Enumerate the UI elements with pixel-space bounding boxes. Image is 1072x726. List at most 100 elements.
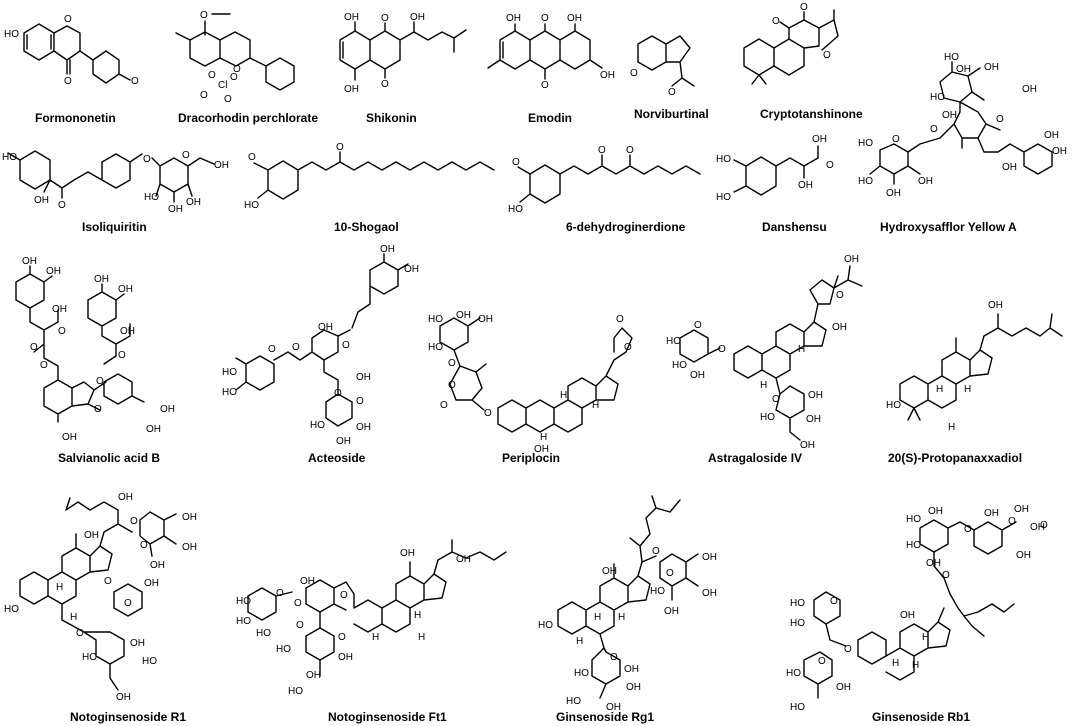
atom-label: OH bbox=[22, 256, 37, 267]
atom-label: O bbox=[224, 94, 232, 105]
atom-label: O bbox=[294, 598, 302, 609]
atom-label: H bbox=[540, 432, 547, 443]
atom-label: OH bbox=[942, 110, 957, 121]
atom-label: HO bbox=[2, 152, 17, 163]
atom-label: O bbox=[624, 342, 632, 353]
atom-label: H bbox=[414, 610, 421, 621]
atom-label: OH bbox=[844, 254, 859, 265]
atom-label: HO bbox=[858, 176, 873, 187]
atom-label: OH bbox=[94, 274, 109, 285]
atom-label: O bbox=[512, 157, 520, 168]
structure-10-shogaol: O O HO bbox=[244, 142, 495, 211]
atom-label: OH bbox=[338, 652, 353, 663]
atom-label: OH bbox=[602, 566, 617, 577]
atom-label: OH bbox=[926, 558, 941, 569]
atom-label: OH bbox=[984, 62, 999, 73]
atom-label: OH bbox=[130, 638, 145, 649]
compound-name: Isoliquiritin bbox=[82, 220, 147, 234]
compound-name: 10-Shogaol bbox=[334, 220, 399, 234]
atom-label: OH bbox=[318, 322, 333, 333]
atom-label: HO bbox=[4, 29, 19, 40]
atom-label: OH bbox=[356, 372, 371, 383]
atom-label: OH bbox=[900, 610, 915, 621]
structure-hydroxysafflor-yellow-a: HO OH OH OH HO OH O O OH HO O OH HO OH O… bbox=[858, 52, 1067, 199]
atom-label: OH bbox=[800, 440, 815, 451]
atom-label: OH bbox=[168, 204, 183, 215]
compound-name: Norviburtinal bbox=[634, 107, 709, 121]
structure-ginsenoside-rb1: HO OH HO OH O O OH O OH OH O OH HO O O H… bbox=[786, 504, 1048, 713]
atom-label: O bbox=[356, 396, 364, 407]
atom-label: O bbox=[248, 152, 256, 163]
atom-label: Cl bbox=[218, 80, 227, 91]
atom-label: OH bbox=[118, 284, 133, 295]
atom-label: HO bbox=[944, 52, 959, 63]
atom-label: O bbox=[818, 656, 826, 667]
atom-label: OH bbox=[62, 432, 77, 443]
atom-label: O bbox=[694, 320, 702, 331]
atom-label: OH bbox=[118, 492, 133, 503]
atom-label: H bbox=[372, 632, 379, 643]
atom-label: O bbox=[484, 408, 492, 419]
atom-label: O bbox=[666, 568, 674, 579]
atom-label: OH bbox=[404, 264, 419, 275]
atom-label: HO bbox=[930, 92, 945, 103]
atom-label: H bbox=[618, 612, 625, 623]
atom-label: O bbox=[104, 576, 112, 587]
atom-label: O bbox=[276, 588, 284, 599]
atom-label: HO bbox=[790, 618, 805, 629]
atom-label: OH bbox=[186, 197, 201, 208]
structure-emodin: OH O OH O OH bbox=[487, 13, 615, 91]
atom-label: O bbox=[381, 13, 389, 24]
atom-label: HO bbox=[288, 686, 303, 697]
compound-name: 20(S)-Protopanaxxadiol bbox=[888, 451, 1022, 465]
atom-label: O bbox=[800, 2, 808, 13]
atom-label: O bbox=[140, 540, 148, 551]
atom-label: H bbox=[798, 344, 805, 355]
atom-label: OH bbox=[1016, 550, 1031, 561]
atom-label: H bbox=[964, 384, 971, 395]
structure-periplocin: O O HO OH HO O OH O O H H H OH O bbox=[428, 310, 633, 455]
atom-label: O bbox=[892, 134, 900, 145]
compound-name: Ginsenoside Rg1 bbox=[556, 710, 654, 724]
atom-label: OH bbox=[808, 390, 823, 401]
atom-label: HO bbox=[508, 204, 523, 215]
atom-label: O bbox=[296, 620, 304, 631]
atom-label: OH bbox=[182, 542, 197, 553]
atom-label: O bbox=[292, 342, 300, 353]
compound-name: Formononetin bbox=[35, 111, 116, 125]
atom-label: HO bbox=[144, 192, 159, 203]
atom-label: HO bbox=[244, 200, 259, 211]
atom-label: HO bbox=[4, 604, 19, 615]
atom-label: OH bbox=[664, 606, 679, 617]
atom-label: O bbox=[30, 342, 38, 353]
structure-norviburtinal: O O bbox=[630, 35, 695, 98]
atom-label: O bbox=[598, 145, 606, 156]
atom-label: OH bbox=[146, 424, 161, 435]
atom-label: OH bbox=[160, 404, 175, 415]
atom-label: H bbox=[936, 384, 943, 395]
atom-label: O bbox=[182, 150, 190, 161]
atom-label: OH bbox=[46, 266, 61, 277]
atom-label: O bbox=[96, 376, 104, 387]
atom-label: OH bbox=[182, 512, 197, 523]
atom-label: OH bbox=[336, 436, 351, 447]
compound-name: Astragaloside IV bbox=[708, 451, 802, 465]
atom-label: O bbox=[830, 596, 838, 607]
atom-label: H bbox=[594, 612, 601, 623]
atom-label: HO bbox=[236, 596, 251, 607]
compound-name: Emodin bbox=[528, 111, 572, 125]
atom-label: O bbox=[58, 326, 66, 337]
atom-label: O bbox=[836, 290, 844, 301]
atom-label: OH bbox=[690, 370, 705, 381]
atom-label: O bbox=[268, 344, 276, 355]
atom-label: HO bbox=[142, 656, 157, 667]
atom-label: OH bbox=[1022, 84, 1037, 95]
atom-label: O bbox=[338, 632, 346, 643]
atom-label: OH bbox=[34, 195, 49, 206]
atom-label: H bbox=[922, 632, 929, 643]
atom-label: OH bbox=[506, 13, 521, 24]
structure-formononetin: HO O O O bbox=[4, 14, 139, 87]
atom-label: HO bbox=[906, 514, 921, 525]
atom-label: O bbox=[626, 145, 634, 156]
